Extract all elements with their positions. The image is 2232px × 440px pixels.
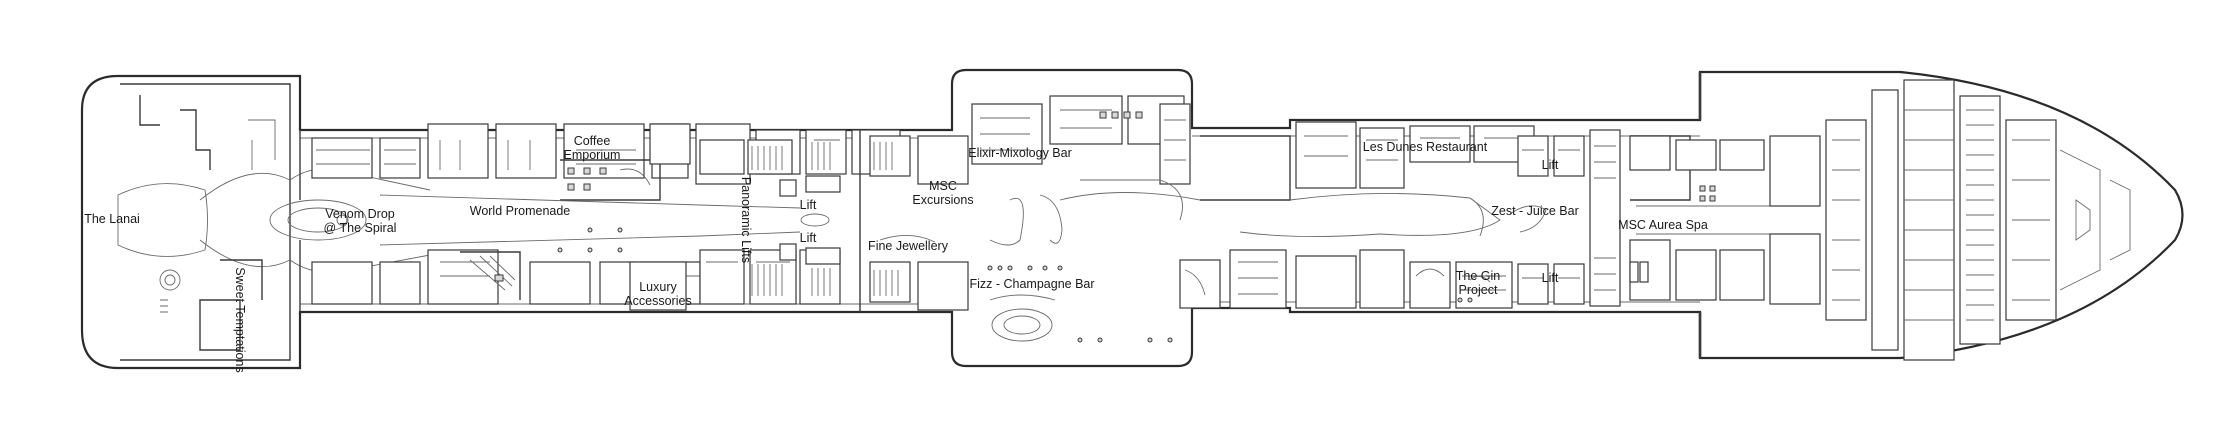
label-msc-excursions-line1: MSC <box>929 179 957 193</box>
label-lift-spa-lower[interactable]: Lift <box>1541 271 1559 285</box>
label-world-promenade[interactable]: World Promenade <box>469 204 571 218</box>
label-venom-drop-line1: Venom Drop <box>325 207 395 221</box>
label-sweet-temptations[interactable]: Sweet Temptations <box>233 267 247 373</box>
label-msc-aurea-spa[interactable]: MSC Aurea Spa <box>1618 218 1708 232</box>
label-venom-drop[interactable]: Venom Drop @ The Spiral <box>324 207 397 235</box>
label-les-dunes-restaurant[interactable]: Les Dunes Restaurant <box>1362 140 1488 154</box>
label-gin-line2: Project <box>1458 283 1498 297</box>
label-lift-lower[interactable]: Lift <box>799 231 817 245</box>
label-luxury-accessories[interactable]: Luxury Accessories <box>624 280 691 308</box>
label-fine-jewellery[interactable]: Fine Jewellery <box>868 239 948 253</box>
label-panoramic-lifts[interactable]: Panoramic Lifts <box>739 176 753 264</box>
label-gin-line1: The Gin <box>1455 269 1501 283</box>
label-luxury-line2: Accessories <box>624 294 692 308</box>
label-msc-excursions-line2: Excursions <box>912 193 974 207</box>
label-luxury-line1: Luxury <box>639 280 677 294</box>
label-coffee-line1: Coffee <box>573 134 611 148</box>
label-venom-drop-line2: @ The Spiral <box>323 221 397 235</box>
label-elixir-mixology-bar[interactable]: Elixir-Mixology Bar <box>968 146 1072 160</box>
label-coffee-emporium[interactable]: Coffee Emporium <box>564 134 621 162</box>
label-coffee-line2: Emporium <box>563 148 621 162</box>
label-msc-excursions[interactable]: MSC Excursions <box>912 179 973 207</box>
label-the-lanai[interactable]: The Lanai <box>84 212 140 226</box>
label-lift-upper[interactable]: Lift <box>799 198 817 212</box>
label-gin-project[interactable]: The Gin Project <box>1456 269 1500 297</box>
label-fizz-champagne-bar[interactable]: Fizz - Champagne Bar <box>969 277 1095 291</box>
label-zest-juice-bar[interactable]: Zest - Juice Bar <box>1491 204 1579 218</box>
label-lift-spa-upper[interactable]: Lift <box>1541 158 1559 172</box>
